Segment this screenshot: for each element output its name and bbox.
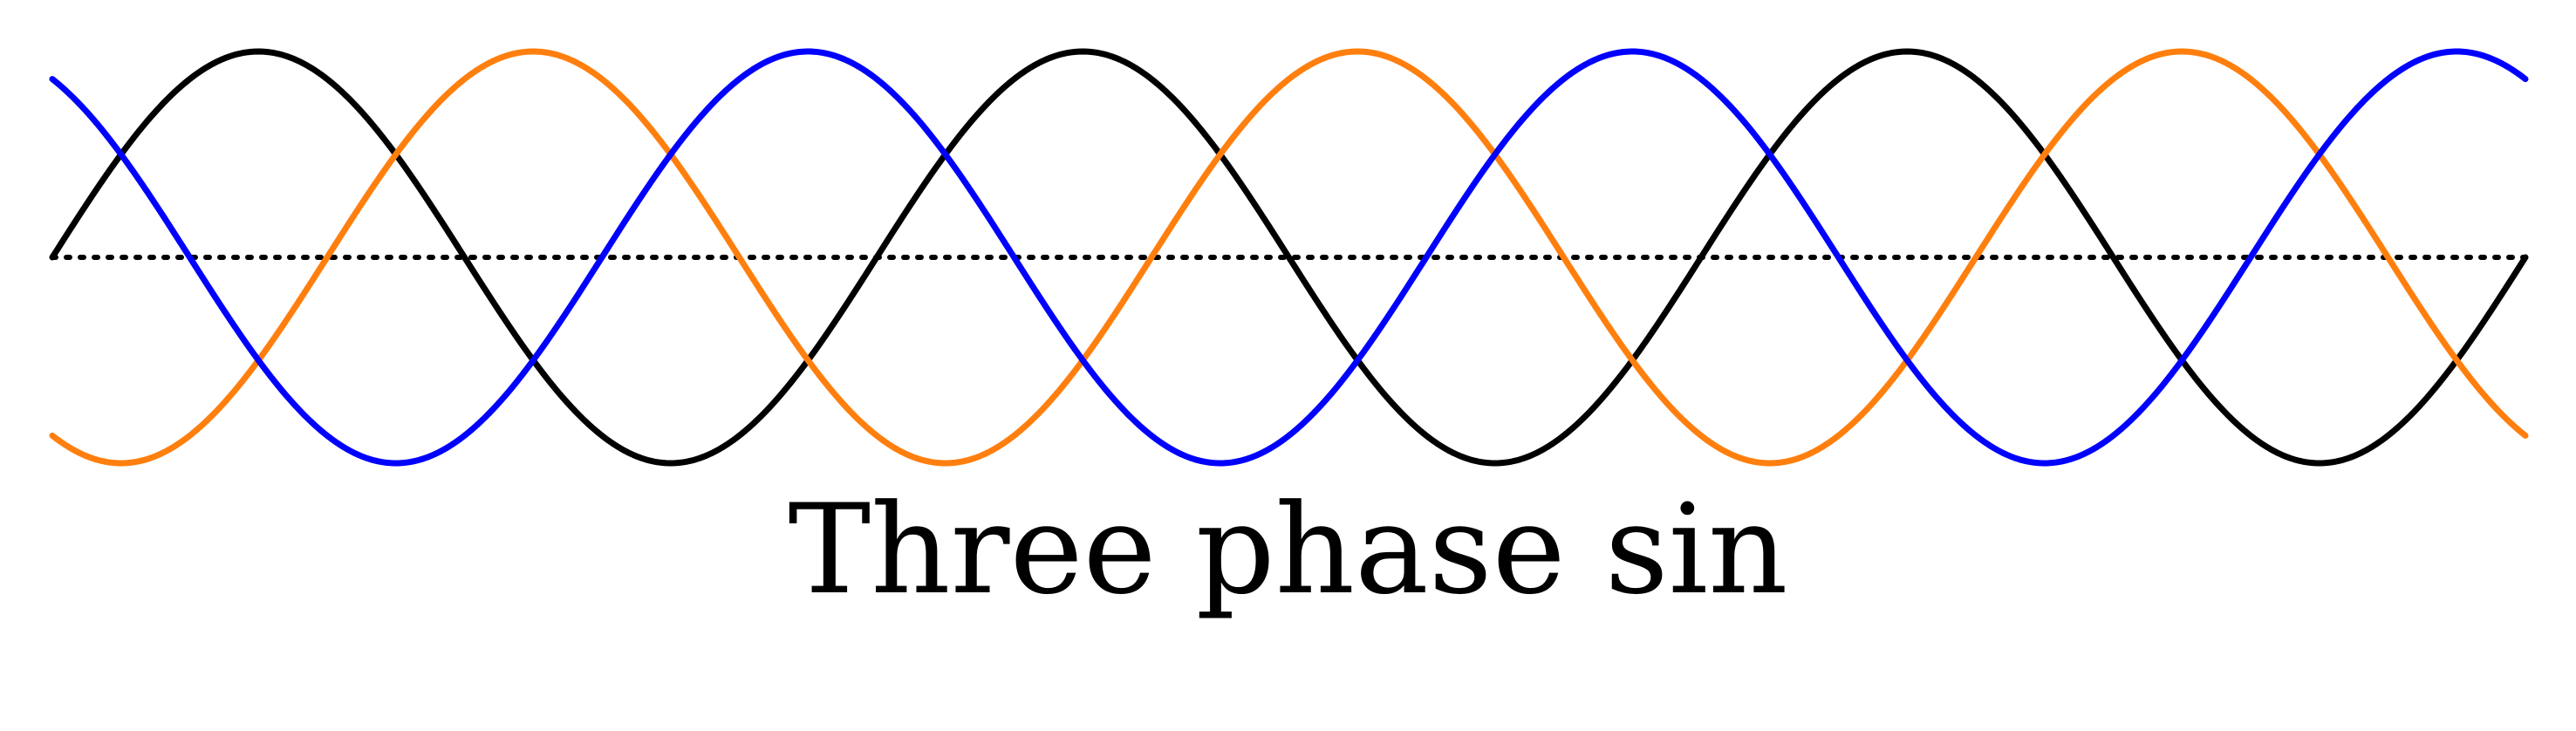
plot-area [49, 48, 2529, 467]
chart-title: Three phase sin [788, 478, 1788, 622]
series-line-2 [49, 48, 2529, 467]
series-line-1 [49, 48, 2529, 467]
series-line-3 [49, 48, 2529, 467]
